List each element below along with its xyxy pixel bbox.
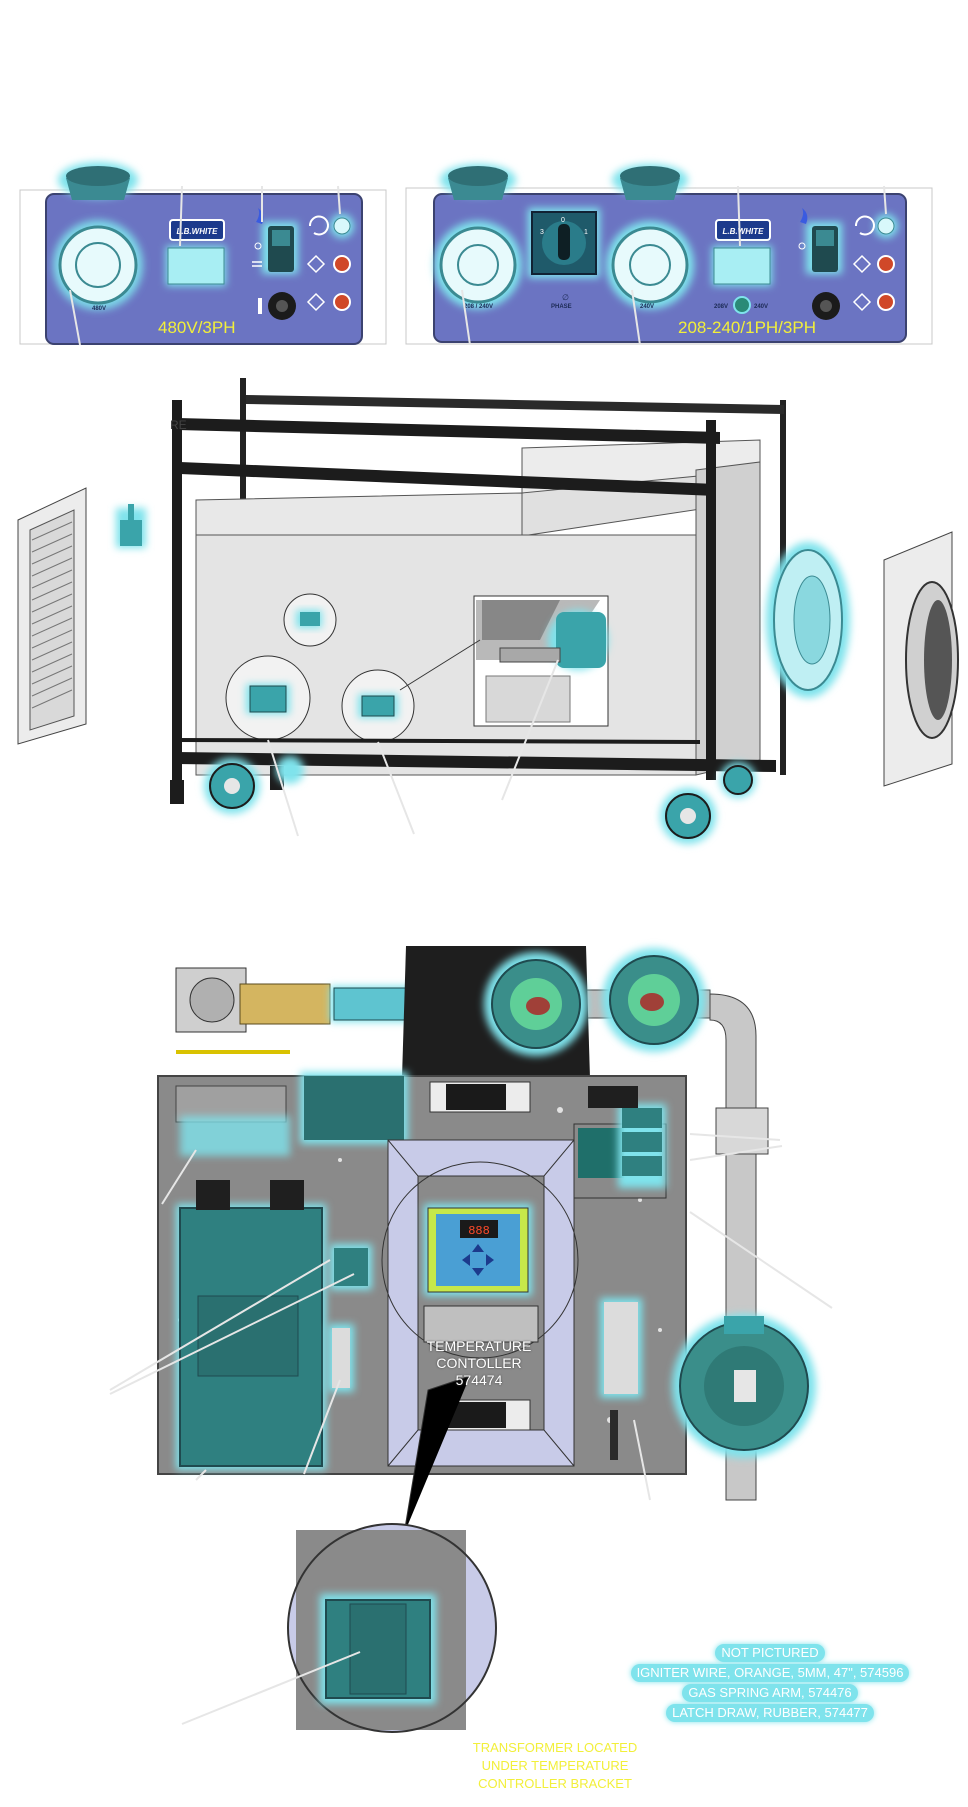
right-logo: L.B.WHITE <box>723 227 765 236</box>
phase-label: PHASE <box>551 304 572 310</box>
temperature-controller-label: TEMPERATURE CONTOLLER 574474 <box>399 1338 559 1389</box>
not-pictured-item-2: GAS SPRING ARM, 574476 <box>682 1684 858 1702</box>
heater-cart-assembly <box>17 378 959 844</box>
right-receptacle-a-label: 208 / 240V <box>464 304 493 310</box>
left-control-panel: 480V L.B.WHITE <box>19 162 387 346</box>
tc-line-2: CONTOLLER <box>436 1355 522 1371</box>
right-control-panel: 208 / 240V 3 1 0 ∅ PHASE 240V L.B.WHITE … <box>405 164 933 346</box>
not-pictured-title: NOT PICTURED <box>715 1644 825 1662</box>
left-receptacle-label: 480V <box>92 306 106 312</box>
switch-3-label: 3 <box>540 229 544 236</box>
right-voltage-label: 208-240/1PH/3PH <box>678 318 816 337</box>
not-pictured-item-1: IGNITER WIRE, ORANGE, 5MM, 47", 574596 <box>630 1664 910 1682</box>
switch-0-label: 0 <box>561 217 565 224</box>
right-receptacle-b-label: 240V <box>640 304 654 310</box>
transformer-line-3: CONTROLLER BRACKET <box>478 1776 632 1791</box>
selector-240-label: 240V <box>754 304 768 310</box>
not-pictured-item-3: LATCH DRAW, RUBBER, 574477 <box>666 1704 874 1722</box>
svg-text:∅: ∅ <box>562 293 569 302</box>
partial-label-text: RE <box>170 418 187 432</box>
transformer-note: TRANSFORMER LOCATED UNDER TEMPERATURE CO… <box>455 1739 655 1793</box>
tc-line-3: 574474 <box>455 1372 503 1388</box>
control-plate-assembly: 888 <box>109 946 833 1535</box>
tc-line-1: TEMPERATURE <box>426 1338 532 1354</box>
not-pictured-note: NOT PICTURED IGNITER WIRE, ORANGE, 5MM, … <box>620 1643 920 1723</box>
left-voltage-label: 480V/3PH <box>158 318 236 337</box>
left-logo: L.B.WHITE <box>177 227 219 236</box>
transformer-line-1: TRANSFORMER LOCATED <box>472 1740 638 1755</box>
transformer-detail <box>181 1523 497 1733</box>
switch-1-label: 1 <box>584 229 588 236</box>
controller-display: 888 <box>468 1224 490 1238</box>
selector-208-label: 208V <box>714 304 728 310</box>
transformer-line-2: UNDER TEMPERATURE <box>481 1758 629 1773</box>
